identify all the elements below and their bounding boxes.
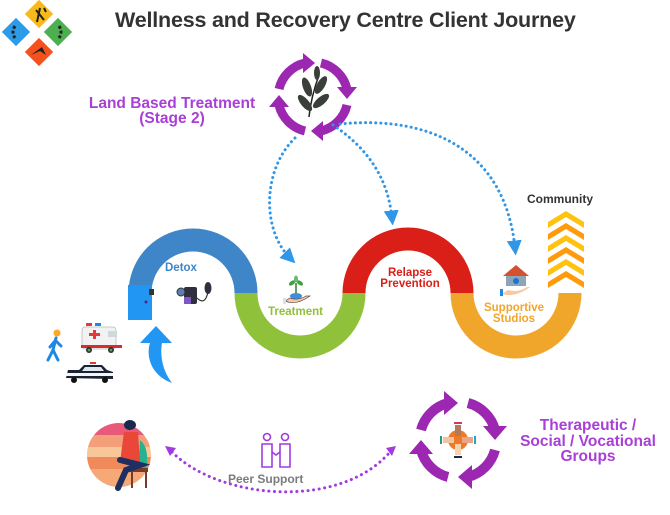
journey-wave [128, 227, 582, 359]
supportive-label-line1: Supportive [483, 302, 545, 314]
arrow-to-treatment [268, 136, 297, 264]
walking-person-icon [46, 329, 63, 362]
page-title: Wellness and Recovery Centre Client Jour… [115, 8, 576, 32]
detox-segment [128, 228, 258, 294]
police-car-icon [66, 362, 113, 383]
hands-together-cycle-icon [409, 391, 507, 489]
groups-label-line3: Groups [560, 448, 616, 465]
handshake-people-icon [261, 432, 291, 468]
leaf-cycle-icon [269, 53, 357, 141]
supportive-segment [450, 292, 582, 359]
groups-label-line1: Therapeutic / [539, 417, 637, 434]
stage2-label-line2: (Stage 2) [139, 110, 205, 127]
peer-arrowhead-right [386, 446, 396, 456]
arrow-to-relapse [331, 123, 399, 226]
community-label: Community [527, 192, 593, 206]
relapse-label-line2: Prevention [380, 278, 440, 290]
community-chevrons-icon [548, 211, 584, 288]
entry-arrow-icon [140, 326, 172, 383]
seated-person-illustration-icon [87, 420, 151, 491]
treatment-label: Treatment [268, 306, 323, 318]
ambulance-icon [81, 323, 122, 353]
stage2-label-line1: Land Based Treatment [88, 95, 256, 112]
door-icon [128, 285, 154, 320]
relapse-segment [342, 227, 474, 294]
blood-pressure-monitor-icon [176, 282, 212, 304]
peer-support-arrow [170, 450, 392, 494]
detox-label: Detox [165, 262, 197, 274]
house-in-hand-icon [500, 265, 530, 296]
relapse-label-line1: Relapse [387, 267, 433, 279]
stage2-connector-arrows [268, 121, 522, 264]
plant-in-hand-icon [283, 275, 312, 304]
logo-icon [1, 0, 73, 67]
treatment-segment [234, 292, 366, 359]
supportive-label-line2: Studios [492, 313, 536, 325]
groups-label: Therapeutic / Social / Vocational Groups [508, 418, 668, 465]
arrow-to-supportive [338, 121, 522, 256]
peer-arrowhead-left [165, 446, 176, 456]
supportive-studios-label: Supportive Studios [476, 302, 552, 325]
stage2-label: Land Based Treatment (Stage 2) [72, 95, 272, 127]
relapse-prevention-label: Relapse Prevention [370, 267, 450, 290]
peer-support-label: Peer Support [228, 472, 304, 486]
groups-label-line2: Social / Vocational [520, 432, 656, 450]
